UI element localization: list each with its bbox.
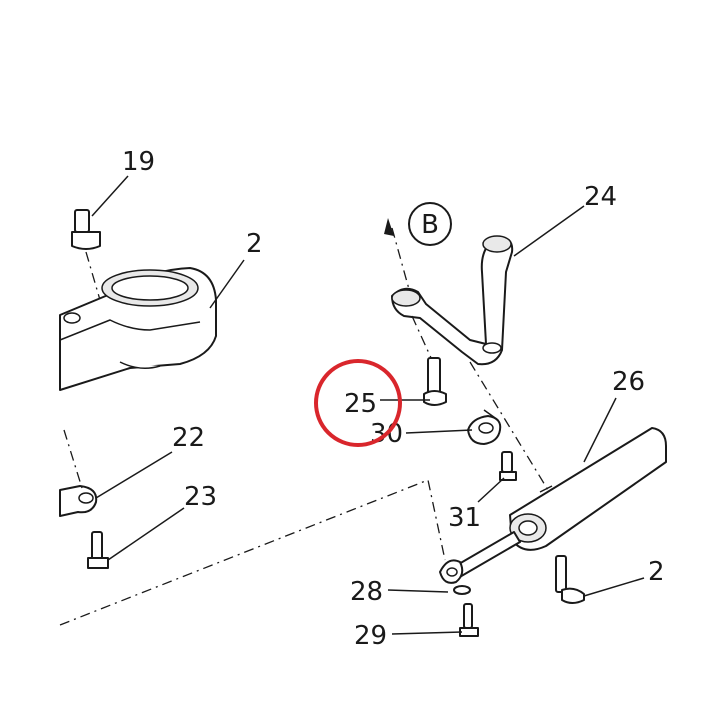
callout-25: 25	[344, 389, 377, 419]
reference-marker-label: B	[421, 210, 439, 240]
part-29-bolt	[459, 603, 479, 637]
part-26-damper	[451, 427, 667, 579]
callout-26: 26	[612, 367, 645, 397]
part-right-bolt	[555, 555, 585, 604]
part-24-bracket	[391, 235, 549, 491]
leader-lines	[91, 175, 645, 635]
part-2-arm	[59, 267, 217, 391]
callout-22: 22	[172, 423, 205, 453]
part-22-bracket	[59, 429, 98, 517]
reference-marker-b: B	[384, 202, 452, 301]
part-19-bolt	[71, 209, 101, 301]
part-25-bolt	[411, 315, 447, 406]
callout-24: 24	[584, 182, 617, 212]
callout-28: 28	[350, 577, 383, 607]
callout-23: 23	[184, 482, 217, 512]
highlight-ring-25	[314, 359, 402, 447]
callout-right-partial: 2	[648, 557, 665, 587]
callout-19: 19	[122, 147, 155, 177]
callout-29: 29	[354, 621, 387, 651]
part-23-bolt	[87, 531, 109, 569]
part-28-washer	[439, 559, 471, 595]
callout-31: 31	[448, 503, 481, 533]
callout-2: 2	[246, 229, 263, 259]
part-31-bolt	[499, 451, 517, 481]
part-30-clamp	[467, 409, 502, 445]
